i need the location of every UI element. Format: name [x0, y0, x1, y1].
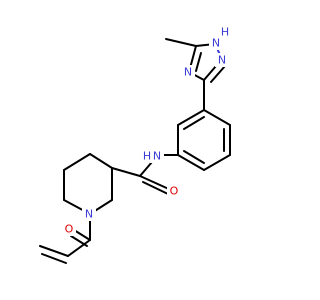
molecule-structure: N H N N N H O N O [39, 26, 231, 264]
atom-piperidine-n: N [85, 208, 93, 221]
atom-triazole-n-top: N [218, 54, 226, 67]
bond-vinyl-double [41, 253, 67, 264]
atom-triazole-nh-hydrogen: H [221, 26, 229, 39]
bond-pip-1 [89, 153, 113, 169]
bond-carbonyl-o [139, 175, 172, 191]
bonds [39, 38, 231, 264]
atom-amide-n-hydrogen: H [143, 150, 151, 163]
bond-ph-1 [203, 109, 231, 126]
atom-triazole-n-bottom: N [184, 66, 192, 79]
bond-n4-c5-double [195, 52, 202, 72]
bond-pip-2 [63, 153, 91, 171]
bond-carbonyl-c4 [111, 167, 141, 177]
bond-vinyl [39, 245, 69, 257]
bond-ph-4 [177, 154, 205, 171]
atom-acryl-o: O [65, 223, 74, 236]
bond-ph-4-double [183, 150, 205, 164]
bond-ph-6 [177, 109, 205, 126]
bond-ph-3 [203, 154, 231, 171]
atom-labels: N H N N N H O N O [62, 26, 229, 236]
atom-amide-n: N [153, 150, 161, 163]
bond-acyl-vinyl [67, 239, 91, 257]
atom-amide-o: O [170, 185, 179, 198]
bond-ph-6-double [183, 116, 205, 130]
bond-n2-c3-double [210, 65, 226, 83]
atom-triazole-nh: N [212, 37, 220, 50]
bond-methyl [165, 38, 197, 47]
bond-acyl-o [73, 229, 91, 241]
bond-carbonyl-o-double [142, 181, 169, 195]
